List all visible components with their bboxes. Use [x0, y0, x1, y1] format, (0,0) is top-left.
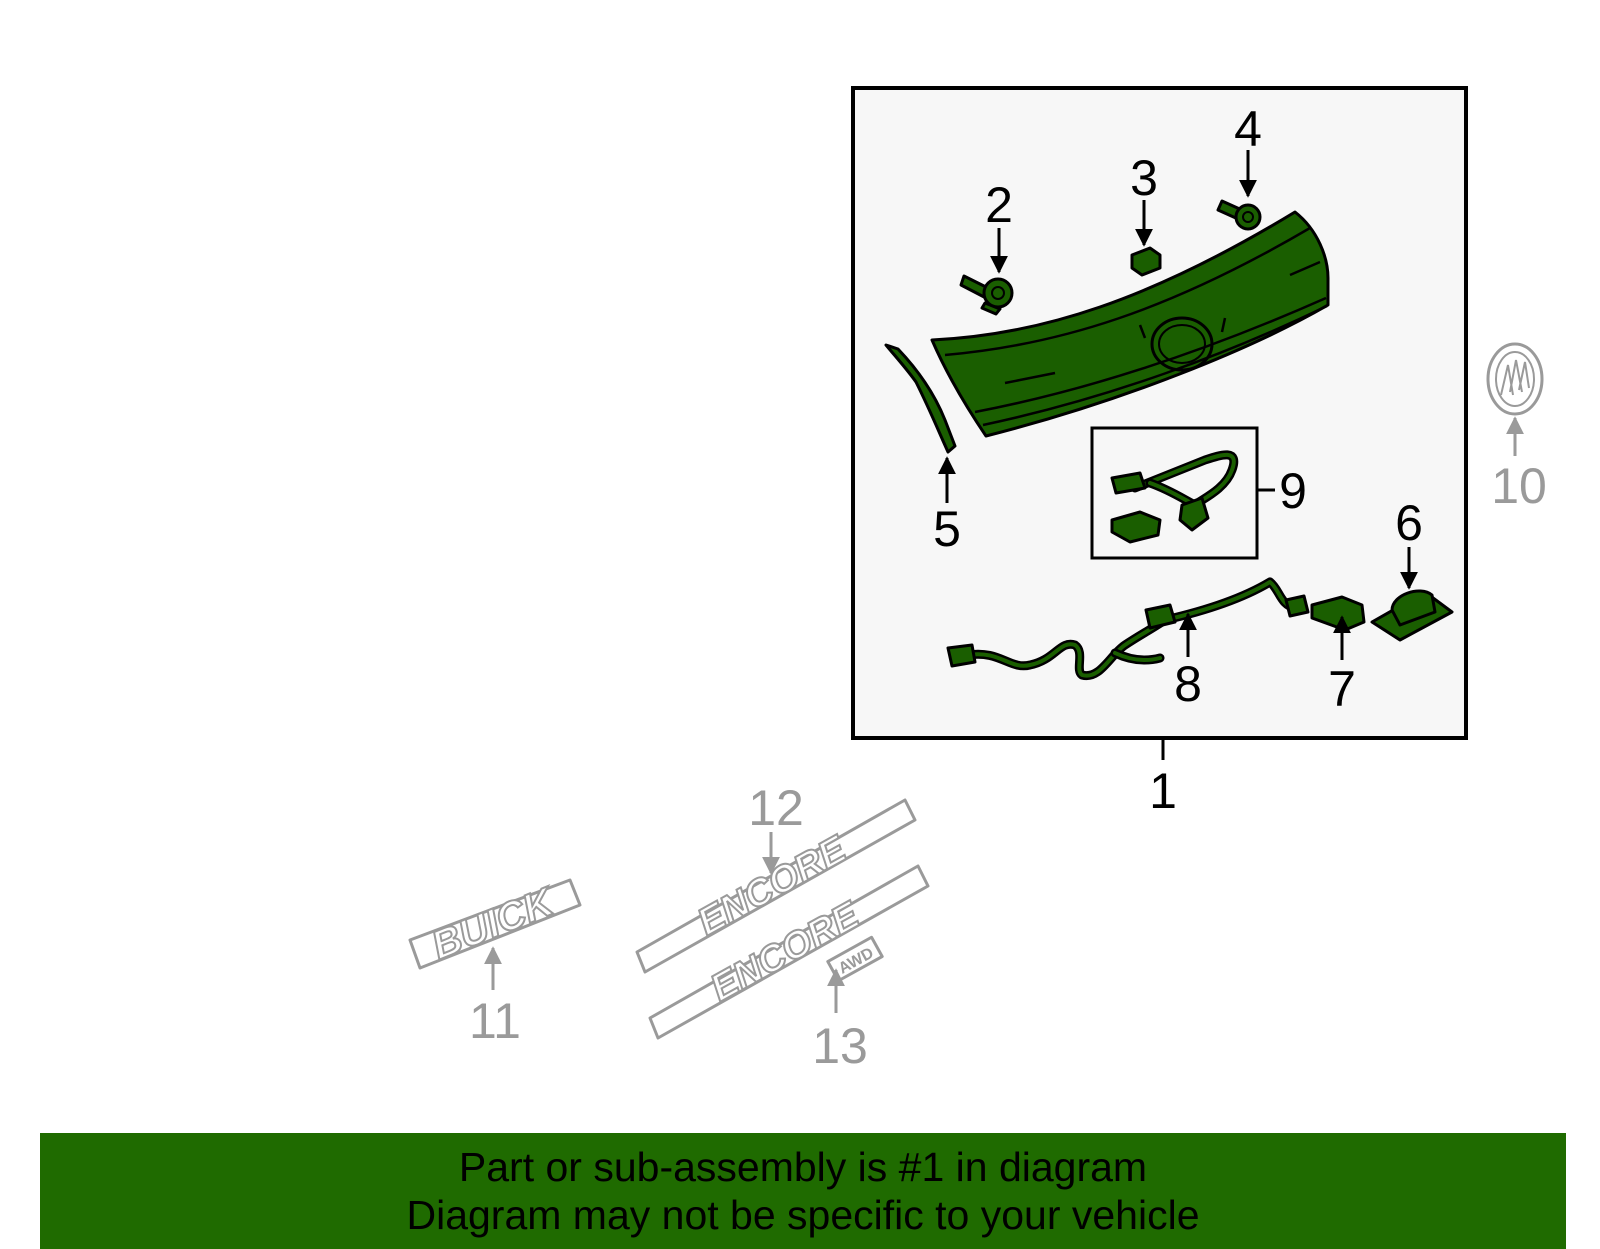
diagram-footer-banner: Part or sub-assembly is #1 in diagram Di… [40, 1133, 1566, 1249]
callout-13: 13 [812, 1018, 868, 1074]
assembly-box [851, 86, 1468, 740]
callout-6: 6 [1395, 495, 1423, 551]
footer-line-1: Part or sub-assembly is #1 in diagram [458, 1144, 1148, 1190]
side-strip-part[interactable] [884, 343, 957, 454]
callout-12: 12 [748, 780, 804, 836]
bolt-part[interactable] [959, 274, 1014, 316]
callout-2: 2 [985, 177, 1013, 233]
footer-line-2: Diagram may not be specific to your vehi… [406, 1192, 1200, 1238]
callout-3: 3 [1130, 150, 1158, 206]
callout-9: 9 [1279, 463, 1307, 519]
callout-7: 7 [1328, 661, 1356, 717]
harness-kit-part[interactable] [1110, 450, 1239, 544]
callout-5: 5 [933, 501, 961, 557]
buick-logo-emblem[interactable] [1486, 342, 1544, 416]
socket-part[interactable] [1310, 595, 1366, 632]
callout-4: 4 [1234, 101, 1262, 157]
screw-part[interactable] [1216, 199, 1262, 231]
callout-10: 10 [1491, 458, 1547, 514]
sub-kit-box [1090, 426, 1259, 560]
liftgate-garnish-panel[interactable] [930, 210, 1330, 438]
nut-part[interactable] [1130, 246, 1162, 277]
callout-1: 1 [1149, 763, 1177, 819]
callout-8: 8 [1174, 656, 1202, 712]
wiring-harness-part[interactable] [946, 577, 1310, 681]
buick-nameplate-emblem[interactable]: BUICK [408, 878, 582, 970]
license-lamp-part[interactable] [1370, 589, 1454, 642]
callout-11: 11 [469, 993, 521, 1049]
